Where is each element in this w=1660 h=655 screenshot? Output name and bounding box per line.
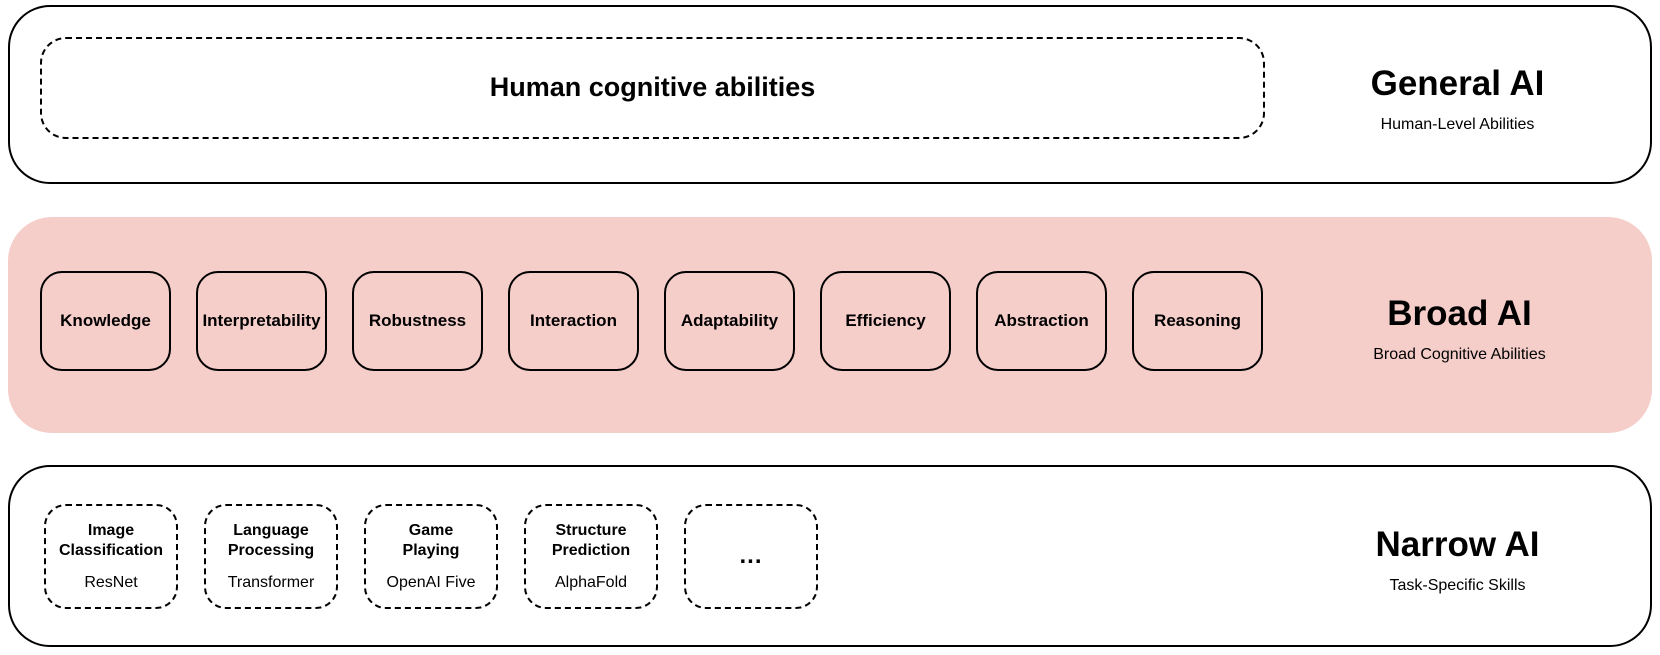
narrow-ai-section: Image Classification ResNet Language Pro… xyxy=(8,465,1652,647)
human-cognitive-abilities-label: Human cognitive abilities xyxy=(489,72,816,102)
general-ai-title: General AI xyxy=(1370,63,1545,103)
skill-box-game-playing: Game Playing OpenAI Five xyxy=(364,503,498,609)
narrow-ai-title: Narrow AI xyxy=(1375,525,1540,564)
ellipsis-label: ... xyxy=(739,542,763,569)
ability-box-interaction: Interaction xyxy=(508,271,639,371)
skill-box-ellipsis: ... xyxy=(684,503,818,609)
ability-box-adaptability: Adaptability xyxy=(664,271,795,371)
skill-example: AlphaFold xyxy=(554,573,628,591)
general-ai-label-block: General AI Human-Level Abilities xyxy=(1265,64,1650,134)
broad-ai-subtitle: Broad Cognitive Abilities xyxy=(1373,346,1546,363)
broad-ai-label-block: Broad AI Broad Cognitive Abilities xyxy=(1267,294,1652,364)
general-ai-section: Human cognitive abilities General AI Hum… xyxy=(8,5,1652,184)
skill-name: Game Playing xyxy=(402,521,460,559)
broad-ai-title: Broad AI xyxy=(1387,294,1532,333)
ability-box-knowledge: Knowledge xyxy=(40,271,171,371)
broad-ai-section: Knowledge Interpretability Robustness In… xyxy=(8,217,1652,433)
narrow-ai-content: Image Classification ResNet Language Pro… xyxy=(10,467,1265,645)
ability-box-reasoning: Reasoning xyxy=(1132,271,1263,371)
ability-box-efficiency: Efficiency xyxy=(820,271,951,371)
ability-box-robustness: Robustness xyxy=(352,271,483,371)
ability-box-interpretability: Interpretability xyxy=(196,271,327,371)
human-cognitive-abilities-box: Human cognitive abilities xyxy=(40,36,1265,139)
skill-box-structure-prediction: Structure Prediction AlphaFold xyxy=(524,503,658,609)
narrow-ai-label-block: Narrow AI Task-Specific Skills xyxy=(1265,525,1650,595)
skill-box-image-classification: Image Classification ResNet xyxy=(44,503,178,609)
broad-ai-content: Knowledge Interpretability Robustness In… xyxy=(8,217,1267,433)
skill-name: Structure Prediction xyxy=(551,521,631,559)
skill-name: Language Processing xyxy=(227,521,315,559)
skill-name: Image Classification xyxy=(59,521,164,559)
skill-example: ResNet xyxy=(84,573,138,591)
skill-example: OpenAI Five xyxy=(386,573,476,591)
ability-box-abstraction: Abstraction xyxy=(976,271,1107,371)
general-ai-content: Human cognitive abilities xyxy=(10,7,1265,182)
skill-box-language-processing: Language Processing Transformer xyxy=(204,503,338,609)
skill-example: Transformer xyxy=(227,573,315,591)
general-ai-subtitle: Human-Level Abilities xyxy=(1380,115,1535,133)
narrow-ai-subtitle: Task-Specific Skills xyxy=(1389,577,1526,594)
